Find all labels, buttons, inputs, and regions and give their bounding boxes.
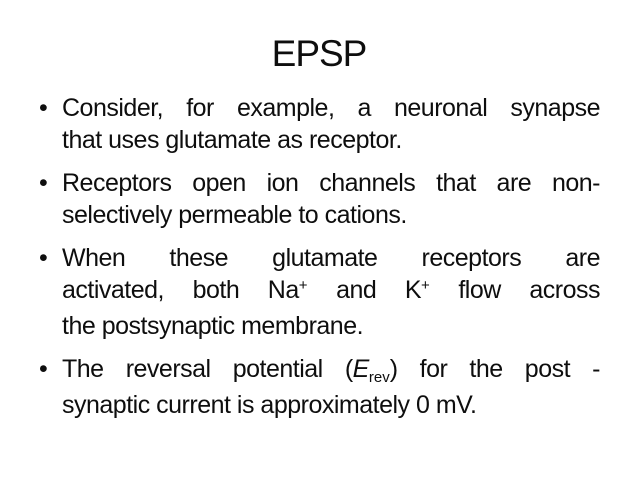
text-line: activated, both Na+ and K+ flow across: [62, 274, 601, 310]
bullet-item: • Consider, for example, a neuronal syna…: [38, 92, 601, 156]
erev-symbol: E: [352, 355, 370, 383]
text-segment: selectively permeable to cations.: [62, 201, 407, 229]
text-line: that uses glutamate as receptor.: [62, 124, 600, 156]
text-segment: When these glutamate receptors are: [62, 244, 601, 272]
text-segment: Receptors open ion channels that are non…: [62, 169, 601, 197]
bullet-item: • Receptors open ion channels that are n…: [38, 167, 601, 231]
text-segment: that uses glutamate as receptor.: [62, 126, 402, 154]
text-line: the postsynaptic membrane.: [62, 310, 600, 342]
text-line: Receptors open ion channels that are non…: [62, 167, 601, 199]
text-line: When these glutamate receptors are: [62, 242, 601, 274]
text-segment: Consider, for example, a neuronal synaps…: [62, 94, 601, 122]
bullet-icon: •: [39, 355, 48, 383]
na-plus-superscript: +: [298, 276, 308, 294]
text-segment: activated, both Na: [62, 276, 299, 304]
text-line: The reversal potential (Erev) for the po…: [62, 353, 600, 389]
bullet-item: • When these glutamate receptors are act…: [38, 242, 601, 342]
bullet-icon: •: [39, 94, 48, 122]
text-segment: The reversal potential (: [62, 355, 353, 383]
text-segment: the postsynaptic membrane.: [62, 312, 364, 340]
text-line: selectively permeable to cations.: [62, 199, 600, 231]
text-segment: synaptic current is approximately 0 mV.: [62, 391, 477, 419]
slide-title: EPSP: [271, 33, 368, 74]
text-segment: and K: [307, 276, 422, 304]
bullet-item: • The reversal potential (Erev) for the …: [38, 353, 600, 421]
text-segment: ) for the post -: [389, 355, 601, 383]
erev-subscript: rev: [368, 368, 390, 386]
text-line: synaptic current is approximately 0 mV.: [62, 389, 600, 421]
bullet-icon: •: [39, 244, 48, 272]
text-line: Consider, for example, a neuronal synaps…: [62, 92, 601, 124]
text-segment: flow across: [429, 276, 601, 304]
slide-body: • Consider, for example, a neuronal syna…: [38, 92, 601, 432]
k-plus-superscript: +: [421, 276, 430, 294]
bullet-icon: •: [39, 169, 48, 197]
